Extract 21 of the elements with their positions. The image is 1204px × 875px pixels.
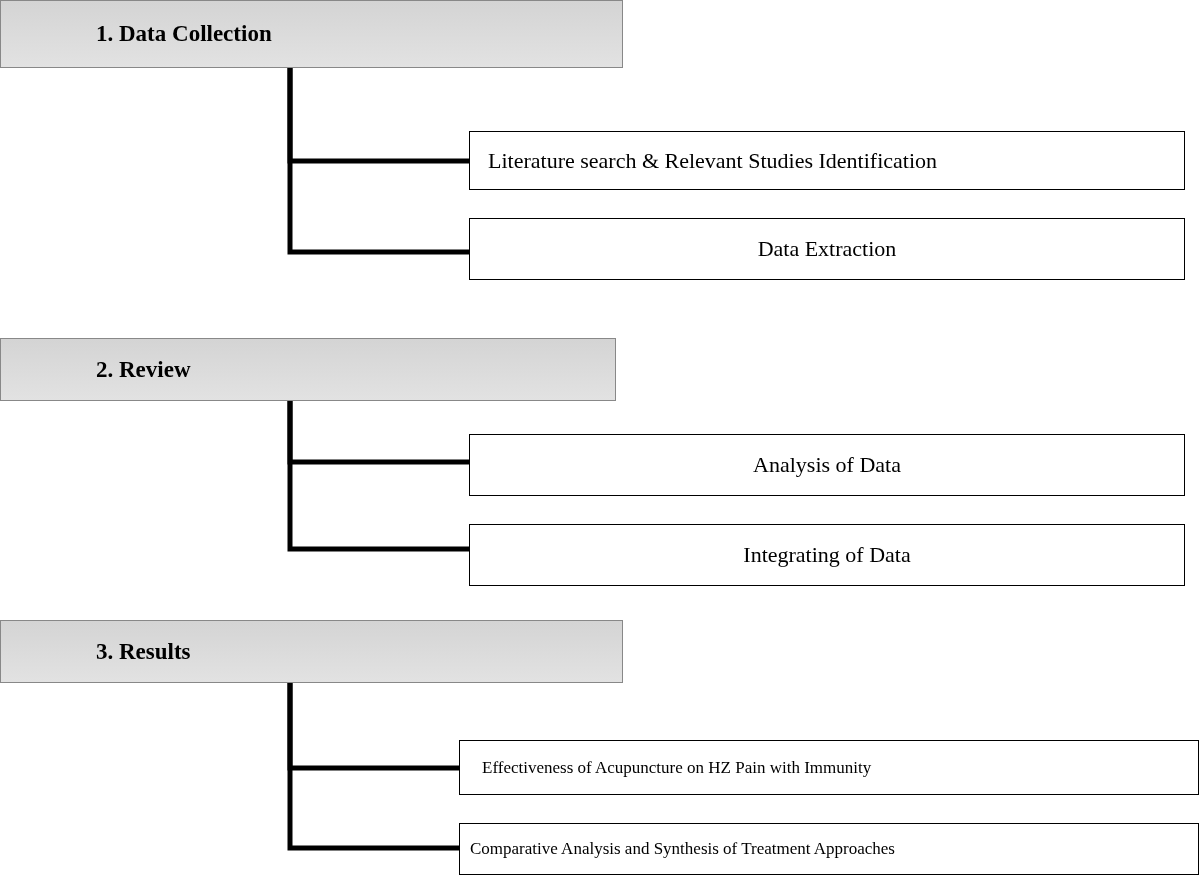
connector-line	[287, 683, 459, 851]
stage-header-box	[0, 0, 623, 68]
connector-line	[287, 68, 469, 255]
step-box	[469, 218, 1185, 280]
stage-header-box	[0, 338, 616, 401]
step-box	[469, 131, 1185, 190]
stage-title: 2. Review	[96, 356, 191, 383]
step-box	[459, 823, 1199, 875]
stage-title: 3. Results	[96, 638, 191, 665]
step-label: Integrating of Data	[743, 542, 911, 568]
step-box	[469, 434, 1185, 496]
stage-header-box	[0, 620, 623, 683]
step-box	[459, 740, 1199, 795]
step-label: Literature search & Relevant Studies Identification	[488, 147, 937, 174]
step-box	[469, 524, 1185, 586]
step-label: Comparative Analysis and Synthesis of Treatment Approaches	[470, 839, 895, 859]
connector-line	[287, 401, 469, 552]
step-label: Data Extraction	[757, 236, 897, 262]
step-label: Analysis of Data	[753, 452, 901, 478]
stage-title: 1. Data Collection	[96, 21, 272, 47]
step-label: Effectiveness of Acupuncture on HZ Pain with Immunity	[482, 757, 872, 778]
